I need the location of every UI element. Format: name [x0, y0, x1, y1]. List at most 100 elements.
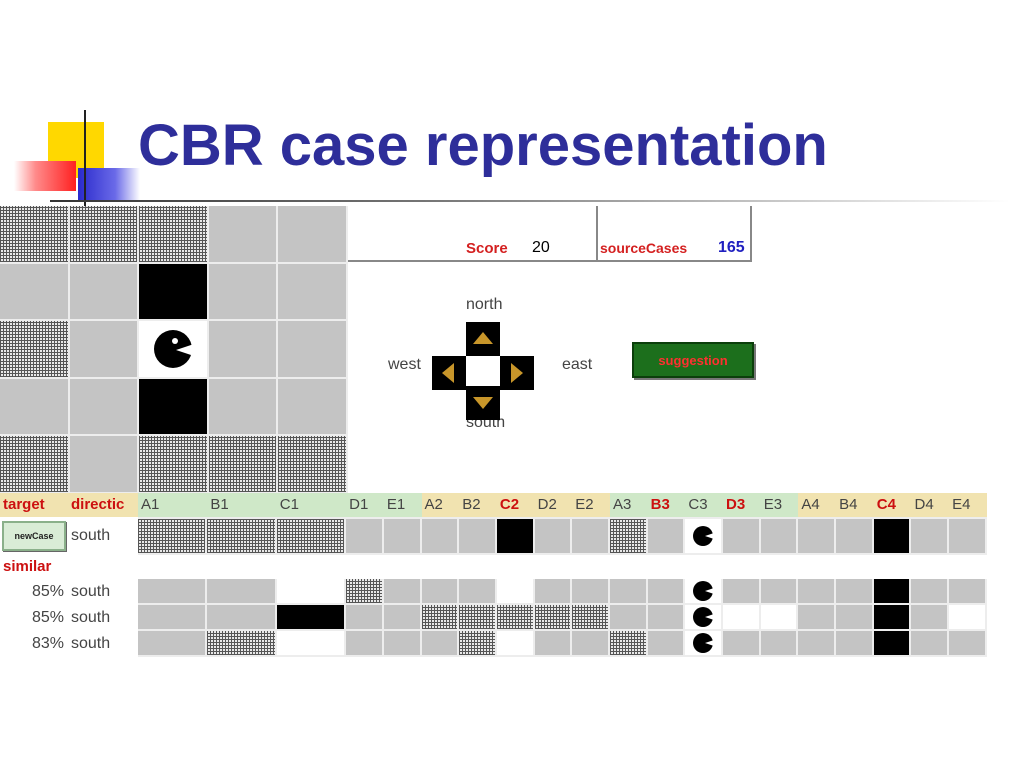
case-cell [911, 579, 950, 605]
column-header: A4 [798, 493, 837, 517]
case-cell [609, 517, 648, 555]
column-header: A2 [421, 493, 460, 517]
case-cell [723, 605, 761, 631]
column-header: D4 [911, 493, 950, 517]
north-label: north [466, 296, 503, 313]
title-deco-blue-bar [78, 168, 140, 200]
dpad-center [466, 356, 500, 390]
case-cell [346, 605, 384, 631]
header-direction: directic [68, 493, 138, 517]
column-header: B4 [836, 493, 874, 517]
move-north-button[interactable] [466, 322, 500, 356]
board-cell [278, 436, 348, 494]
target-direction: south [71, 527, 111, 544]
similarity-percent: 83% [31, 635, 64, 652]
board-cell [0, 321, 70, 379]
case-cell [534, 517, 573, 555]
west-label: west [388, 356, 421, 373]
case-cell [346, 517, 384, 555]
case-cell [873, 579, 912, 605]
case-cell [836, 605, 874, 631]
case-cell [647, 631, 686, 657]
column-header: C1 [276, 493, 347, 517]
board-cell [208, 206, 279, 264]
case-cell [383, 631, 422, 657]
case-cell [911, 631, 950, 657]
board-cell [0, 436, 70, 494]
header-target: target [0, 493, 68, 517]
column-header: B1 [207, 493, 277, 517]
similar-case-row[interactable]: 85%south [0, 579, 987, 605]
case-cell [873, 605, 912, 631]
column-header: C2 [496, 493, 535, 517]
board-cell [208, 378, 279, 437]
case-cell [609, 631, 648, 657]
column-header: B2 [459, 493, 497, 517]
case-cell [760, 579, 799, 605]
case-cell [609, 605, 648, 631]
case-cell [760, 605, 799, 631]
case-cell [346, 631, 384, 657]
case-cell [949, 517, 987, 555]
pacman-icon [153, 329, 194, 368]
arrow-right-icon [511, 363, 523, 383]
case-cell [836, 517, 874, 555]
pacman-icon [693, 581, 715, 601]
source-cases-value: 165 [718, 239, 745, 256]
board-cell [208, 436, 279, 494]
title-deco-red-bar [14, 161, 76, 191]
similar-direction: south [71, 635, 111, 652]
column-header: A1 [138, 493, 208, 517]
similar-direction: south [71, 609, 111, 626]
pacman-icon [693, 526, 715, 546]
case-cell [647, 517, 686, 555]
case-cell [383, 605, 422, 631]
target-case-row: newCase south [0, 517, 987, 555]
case-cell [496, 631, 535, 657]
case-cell [572, 605, 610, 631]
score-panel: Score 20 sourceCases 165 [348, 206, 752, 262]
move-east-button[interactable] [500, 356, 534, 390]
case-cell [421, 605, 460, 631]
case-cell [276, 631, 347, 657]
arrow-down-icon [473, 397, 493, 409]
title-underline [50, 200, 1010, 202]
arrow-left-icon [442, 363, 454, 383]
new-case-button[interactable]: newCase [2, 521, 66, 551]
case-cell [496, 579, 535, 605]
case-cell [647, 579, 686, 605]
board-cell [69, 436, 140, 494]
case-cell [836, 631, 874, 657]
case-cell [723, 579, 761, 605]
board-cell [69, 263, 140, 322]
case-cell [421, 517, 460, 555]
similar-case-row[interactable]: 83% south [0, 631, 987, 657]
column-header: D3 [723, 493, 761, 517]
case-cell [138, 605, 208, 631]
board-cell [208, 321, 279, 379]
game-board [0, 206, 348, 494]
column-header: E3 [760, 493, 799, 517]
case-cell [421, 631, 460, 657]
similar-case-row[interactable]: 85% south [0, 605, 987, 631]
similarity-percent: 85% [31, 609, 64, 626]
board-cell [208, 263, 279, 322]
case-cell [685, 579, 724, 605]
move-south-button[interactable] [466, 386, 500, 420]
suggestion-button[interactable]: suggestion [632, 342, 754, 378]
arrow-up-icon [473, 332, 493, 344]
case-cell [723, 631, 761, 657]
board-cell [278, 263, 348, 322]
column-header: E4 [949, 493, 987, 517]
move-west-button[interactable] [432, 356, 466, 390]
column-header: A3 [609, 493, 648, 517]
board-cell [139, 206, 209, 264]
score-value: 20 [532, 239, 550, 256]
case-cell [760, 631, 799, 657]
score-label: Score [466, 240, 508, 257]
column-header: E2 [572, 493, 610, 517]
board-cell [69, 206, 140, 264]
case-cell [723, 517, 761, 555]
